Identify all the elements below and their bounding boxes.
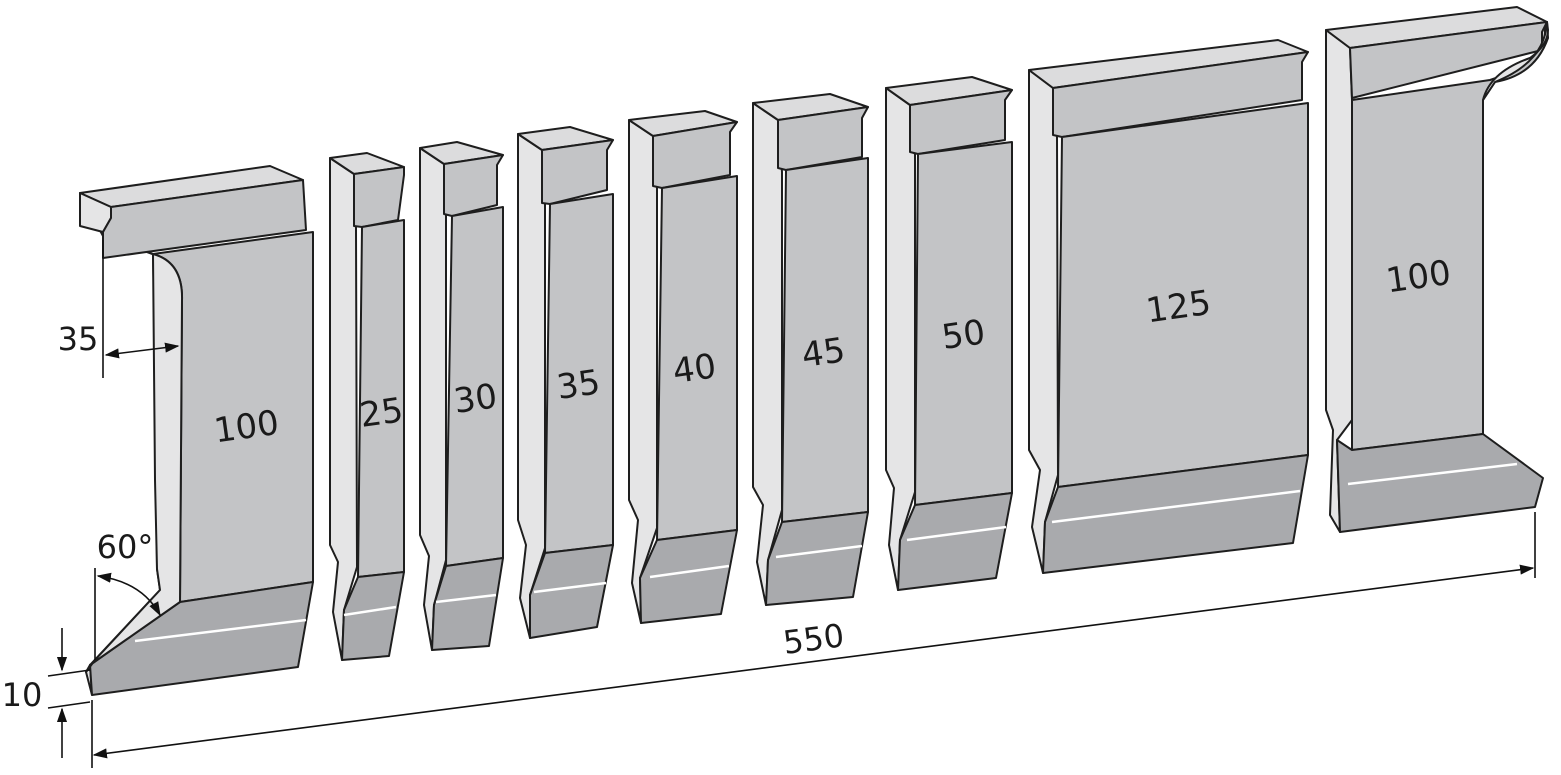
horn-depth-dimension: 35 (58, 240, 180, 378)
total-length-dimension: 550 (91, 512, 1536, 768)
segment-label-2: 25 (357, 390, 405, 436)
tip-angle-dimension: 60° (94, 528, 161, 660)
tip-height-dimension: 10 (2, 628, 91, 758)
tool-segment-3 (419, 141, 504, 651)
segment-label-9: 100 (1384, 253, 1454, 302)
horn-depth-label: 35 (58, 320, 99, 358)
segment-label-8: 125 (1144, 283, 1214, 332)
segment-label-6: 45 (799, 330, 847, 376)
tool-segment-8 (1028, 39, 1309, 574)
segment-labels: 100 25 30 35 40 45 50 125 100 (212, 253, 1454, 452)
segment-label-5: 40 (670, 346, 718, 392)
segment-label-3: 30 (451, 376, 499, 422)
tool-segment-9 (1325, 6, 1549, 533)
segment-label-7: 50 (939, 312, 987, 358)
total-length-label: 550 (781, 616, 847, 662)
tip-angle-label: 60° (97, 528, 154, 566)
tip-height-label: 10 (2, 676, 43, 714)
segment-label-1: 100 (212, 403, 282, 452)
segment-label-4: 35 (554, 362, 602, 408)
